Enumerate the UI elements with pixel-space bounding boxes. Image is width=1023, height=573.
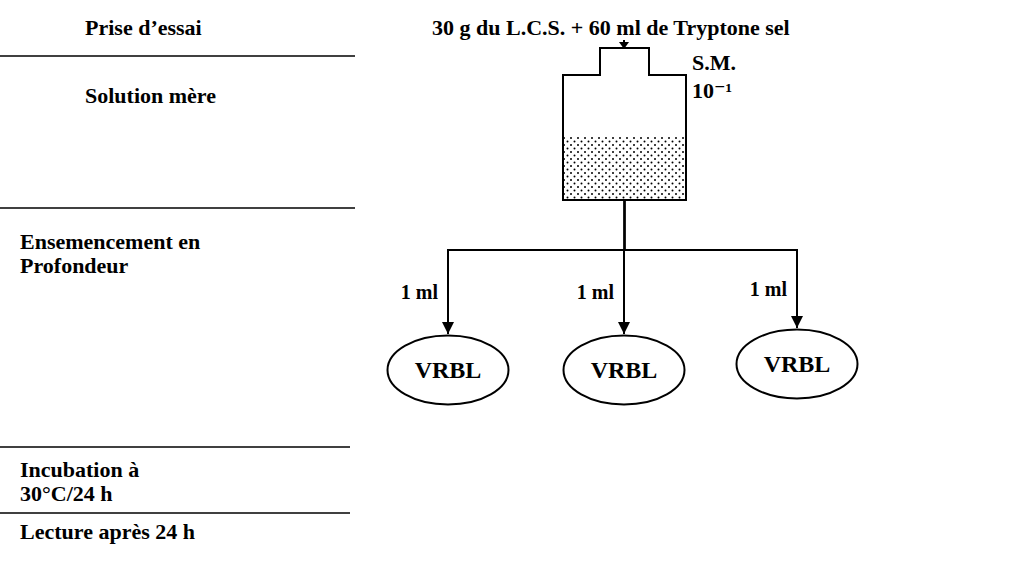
connector [448, 200, 625, 334]
separator-line [0, 512, 350, 514]
culture-plate: VRBL [562, 334, 686, 406]
flask-outline [563, 48, 686, 200]
step-label: Incubation à 30°C/24 h [20, 458, 190, 506]
plate-outline [737, 330, 858, 399]
volume-label: 1 ml [575, 281, 616, 303]
step-label: Lecture après 24 h [20, 520, 195, 544]
volume-label: 1 ml [399, 281, 440, 303]
separator-line [0, 446, 350, 448]
connector [625, 200, 798, 328]
separator-line [0, 207, 355, 209]
solution-label: S.M. 10⁻¹ [692, 49, 758, 105]
medium-label: VRBL [591, 356, 658, 384]
volume-label: 1 ml [748, 278, 789, 300]
step-label: Ensemencement en Profondeur [20, 230, 270, 278]
step-label: Solution mère [85, 84, 216, 108]
plate-outline [388, 336, 509, 405]
flask: S.M. 10⁻¹ [555, 45, 765, 200]
step-label: Prise d’essai [85, 16, 202, 40]
medium-label: VRBL [415, 356, 482, 384]
step-label: 30 g du L.C.S. + 60 ml de Tryptone sel [432, 16, 790, 40]
culture-plate: VRBL [735, 328, 859, 400]
medium-label: VRBL [764, 350, 831, 378]
culture-plate: VRBL [386, 334, 510, 406]
separator-line [0, 55, 355, 57]
plate-outline [564, 336, 685, 405]
liquid [564, 137, 685, 199]
